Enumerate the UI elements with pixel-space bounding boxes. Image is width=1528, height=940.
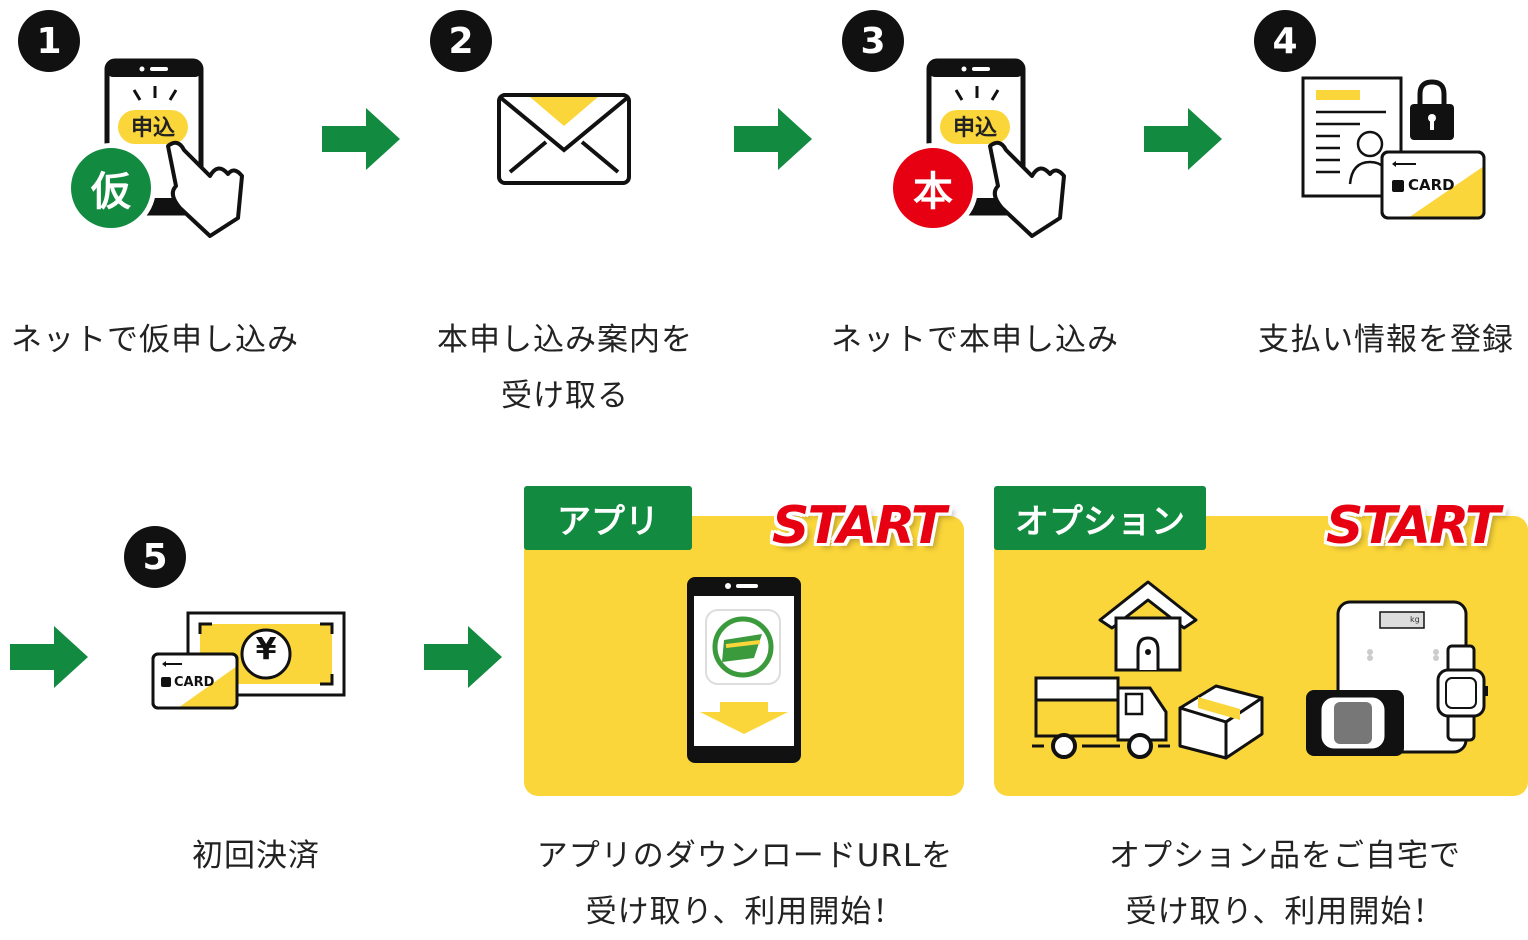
arrow-right-icon <box>322 108 400 170</box>
arrow-right-icon <box>424 626 502 688</box>
step-number-3: 3 <box>842 10 904 72</box>
step-caption-3: ネットで本申し込み <box>831 322 1119 358</box>
start-label: START <box>1326 496 1500 556</box>
apply-button-label: 申込 <box>952 116 997 141</box>
step-caption-4: 支払い情報を登録 <box>1258 322 1514 358</box>
home-delivery-icon <box>1030 580 1270 768</box>
phone-apply-icon <box>60 58 250 243</box>
arrow-right-icon <box>10 626 88 688</box>
provisional-badge-label: 仮 <box>91 169 131 215</box>
step-caption-2: 本申し込み案内を 受け取る <box>437 322 693 414</box>
step-number-5: 5 <box>124 526 186 588</box>
payment-cash-card-icon <box>150 610 348 714</box>
official-badge-label: 本 <box>913 169 953 215</box>
card-label: CARD <box>174 675 215 690</box>
option-tab: オプション <box>994 486 1206 550</box>
option-panel-caption: オプション品をご自宅で 受け取り、利用開始！ <box>1109 838 1461 930</box>
apply-button-label: 申込 <box>130 116 175 141</box>
payment-registration-icon <box>1300 74 1490 228</box>
step-caption-5: 初回決済 <box>192 838 320 874</box>
provisional-badge: 仮 <box>66 143 156 233</box>
card-label: CARD <box>1408 176 1455 194</box>
app-tab: アプリ <box>524 486 692 550</box>
arrow-right-icon <box>1144 108 1222 170</box>
step-number-2: 2 <box>430 10 492 72</box>
arrow-right-icon <box>734 108 812 170</box>
official-badge: 本 <box>888 143 978 233</box>
health-devices-icon <box>1300 598 1496 768</box>
envelope-icon <box>496 92 632 190</box>
app-panel-caption: アプリのダウンロードURLを 受け取り、利用開始！ <box>536 838 954 930</box>
step-number-1: 1 <box>18 10 80 72</box>
yen-icon: ¥ <box>255 632 277 667</box>
scale-unit-label: kg <box>1410 615 1420 624</box>
step-caption-1: ネットで仮申し込み <box>11 322 299 358</box>
step-number-4: 4 <box>1254 10 1316 72</box>
start-label: START <box>772 496 946 556</box>
phone-download-icon <box>684 574 804 770</box>
